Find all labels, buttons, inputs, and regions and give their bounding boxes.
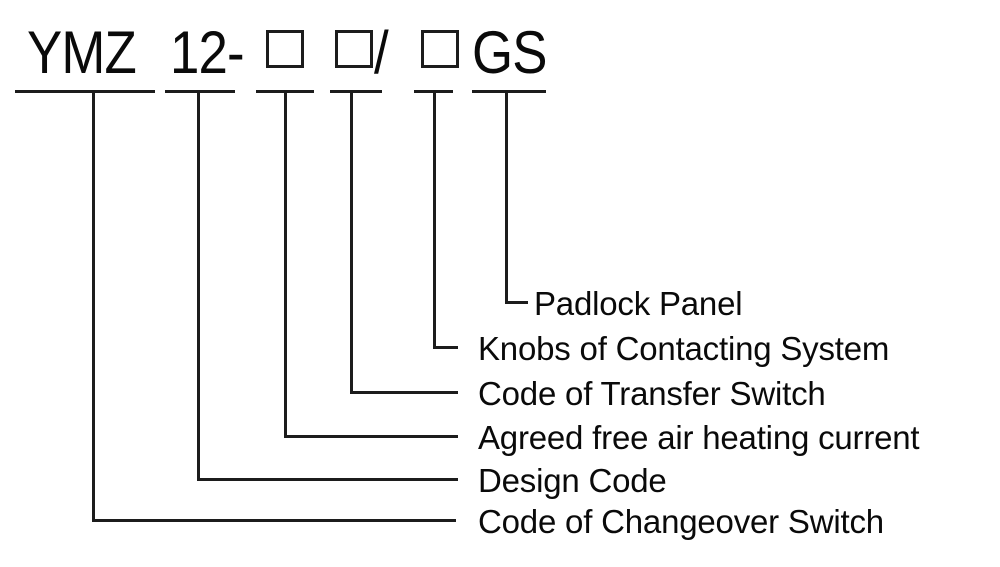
label-code-of-transfer-switch: Code of Transfer Switch [478,375,826,412]
underline-design [165,90,235,93]
connector-horizontal-agreed [284,435,458,438]
connector-horizontal-padlock [505,301,528,304]
code-series: YMZ [27,19,137,86]
label-knobs-of-contacting-system: Knobs of Contacting System [478,330,890,367]
underline-box-2 [330,90,382,93]
connector-vertical-design [197,90,200,481]
connector-vertical-agreed [284,90,287,438]
code-separator: / [374,19,389,86]
connector-vertical-knobs [433,90,436,349]
placeholder-box-1 [266,30,304,68]
connector-horizontal-design [197,478,458,481]
code-design-number: 12- [170,19,245,86]
label-agreed-free-air-heating-current: Agreed free air heating current [478,419,920,456]
connector-horizontal-knobs [433,346,458,349]
connector-horizontal-transfer [350,391,458,394]
connector-vertical-changeover [92,90,95,522]
connector-vertical-transfer [350,90,353,394]
label-padlock-panel: Padlock Panel [534,285,743,322]
underline-series [15,90,155,93]
label-design-code: Design Code [478,462,667,499]
underline-suffix [472,90,546,93]
placeholder-box-2 [335,30,373,68]
connector-horizontal-changeover [92,519,456,522]
label-code-of-changeover-switch: Code of Changeover Switch [478,503,884,540]
connector-vertical-padlock [505,90,508,304]
code-suffix: GS [472,19,547,86]
placeholder-box-3 [421,30,459,68]
